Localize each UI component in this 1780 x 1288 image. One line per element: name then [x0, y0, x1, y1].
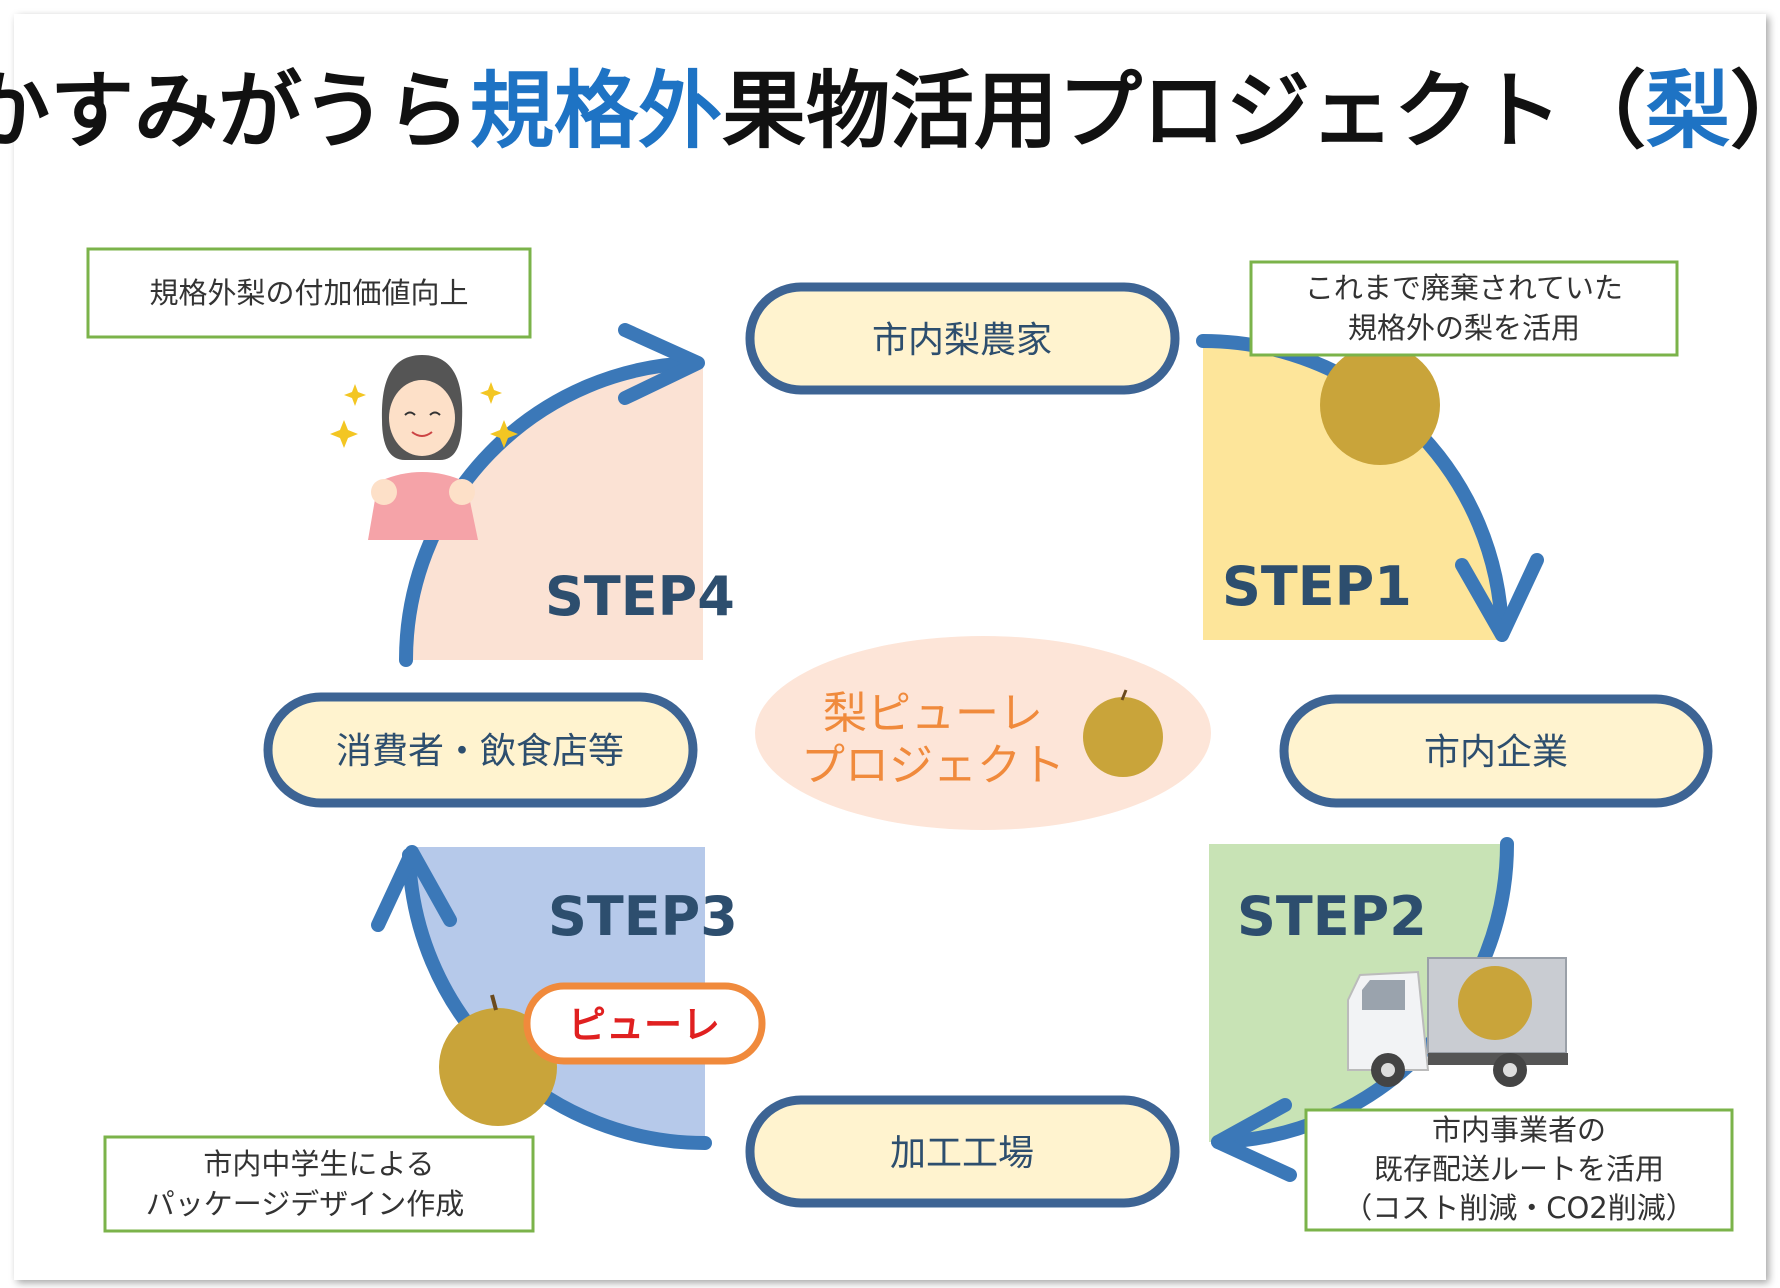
- arrow-head-icon: [371, 845, 457, 932]
- svg-text:規格外の梨を活用: 規格外の梨を活用: [1348, 311, 1580, 345]
- svg-text:既存配送ルートを活用: 既存配送ルートを活用: [1374, 1152, 1664, 1186]
- svg-text:市内企業: 市内企業: [1424, 732, 1568, 773]
- step1-label: STEP1: [1222, 555, 1412, 618]
- note-value-add: 規格外梨の付加価値向上: [86, 247, 532, 339]
- svg-text:市内梨農家: 市内梨農家: [872, 320, 1052, 361]
- arrow-head-icon: [1455, 553, 1544, 642]
- step4-arrow-icon: [399, 356, 702, 667]
- svg-text:梨ピューレ: 梨ピューレ: [823, 688, 1043, 739]
- note-students: 市内中学生による パッケージデザイン作成: [103, 1135, 535, 1233]
- note-delivery: 市内事業者の 既存配送ルートを活用 （コスト削減・CO2削減）: [1304, 1108, 1734, 1232]
- note-discarded: これまで廃棄されていた 規格外の梨を活用: [1249, 260, 1679, 357]
- svg-text:加工工場: 加工工場: [890, 1133, 1034, 1174]
- step4-quadrant: [406, 363, 703, 660]
- center-project: 梨ピューレ プロジェクト: [755, 636, 1211, 830]
- step4-label: STEP4: [545, 565, 735, 628]
- node-factory: 加工工場: [745, 1095, 1180, 1208]
- truck-icon: [1347, 957, 1568, 1087]
- puree-badge: ピューレ: [523, 982, 766, 1065]
- svg-text:パッケージデザイン作成: パッケージデザイン作成: [146, 1187, 464, 1221]
- svg-text:規格外梨の付加価値向上: 規格外梨の付加価値向上: [149, 276, 468, 310]
- svg-text:ピューレ: ピューレ: [568, 1003, 720, 1047]
- pear-icon: [1083, 689, 1163, 777]
- node-consumers: 消費者・飲食店等: [263, 692, 698, 808]
- svg-text:プロジェクト: プロジェクト: [801, 740, 1065, 791]
- node-companies: 市内企業: [1279, 694, 1713, 808]
- svg-text:（コスト削減・CO2削減）: （コスト削減・CO2削減）: [1343, 1191, 1695, 1225]
- happy-woman-icon: [330, 355, 518, 540]
- step2-label: STEP2: [1237, 885, 1427, 948]
- step3-label: STEP3: [548, 885, 738, 948]
- arrow-head-icon: [618, 323, 705, 405]
- svg-text:これまで廃棄されていた: これまで廃棄されていた: [1305, 271, 1623, 305]
- page-title: かすみがうら規格外果物活用プロジェクト（梨）: [0, 62, 1780, 160]
- node-farmers: 市内梨農家: [745, 282, 1180, 395]
- svg-text:市内中学生による: 市内中学生による: [203, 1147, 434, 1181]
- svg-text:消費者・飲食店等: 消費者・飲食店等: [336, 731, 624, 772]
- step1-quadrant: [1203, 341, 1502, 640]
- arrow-head-icon: [1211, 1098, 1297, 1182]
- svg-text:市内事業者の: 市内事業者の: [1432, 1113, 1606, 1147]
